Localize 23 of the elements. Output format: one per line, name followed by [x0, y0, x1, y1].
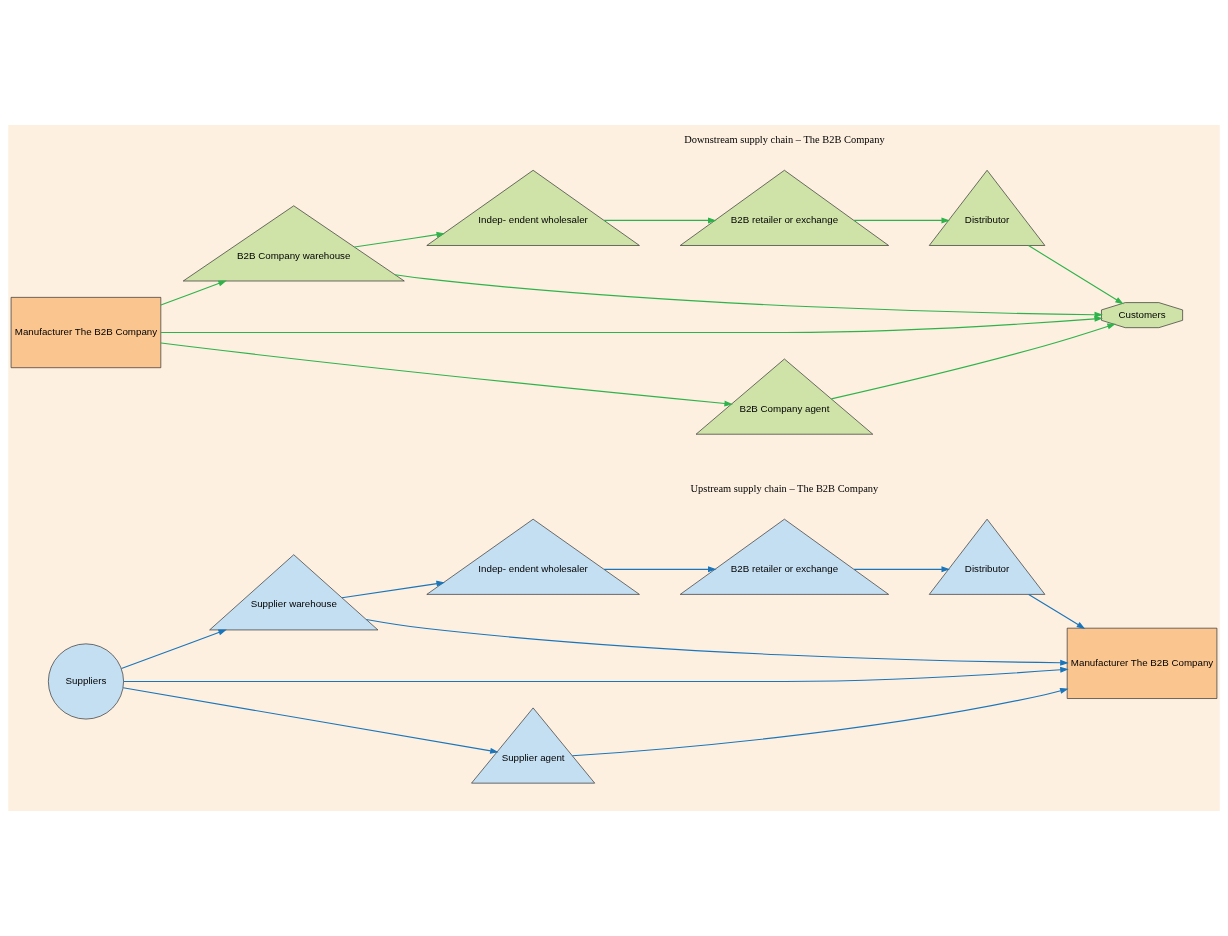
arrow	[353, 231, 446, 248]
arrow	[123, 666, 1069, 682]
arrow	[853, 566, 950, 573]
arrow	[603, 217, 717, 224]
node-circle: Suppliers	[48, 643, 124, 720]
arrow	[341, 580, 445, 599]
arrow	[160, 280, 227, 306]
arrow	[365, 618, 1069, 666]
arrow	[853, 217, 950, 224]
arrow	[830, 323, 1116, 400]
arrow	[160, 315, 1103, 334]
arrow	[122, 687, 499, 754]
node-box: Manufacturer The B2B Company	[10, 297, 162, 369]
arrow	[1028, 593, 1086, 629]
arrow	[160, 342, 733, 407]
arrow	[571, 688, 1069, 757]
label: Upstream supply chain – The B2B Company	[690, 482, 879, 494]
arrow	[1027, 245, 1124, 305]
arrow	[394, 274, 1103, 318]
arrow	[120, 629, 227, 670]
label: Downstream supply chain – The B2B Company	[684, 133, 885, 145]
node-box: Manufacturer The B2B Company	[1066, 627, 1218, 699]
arrow	[603, 566, 717, 573]
